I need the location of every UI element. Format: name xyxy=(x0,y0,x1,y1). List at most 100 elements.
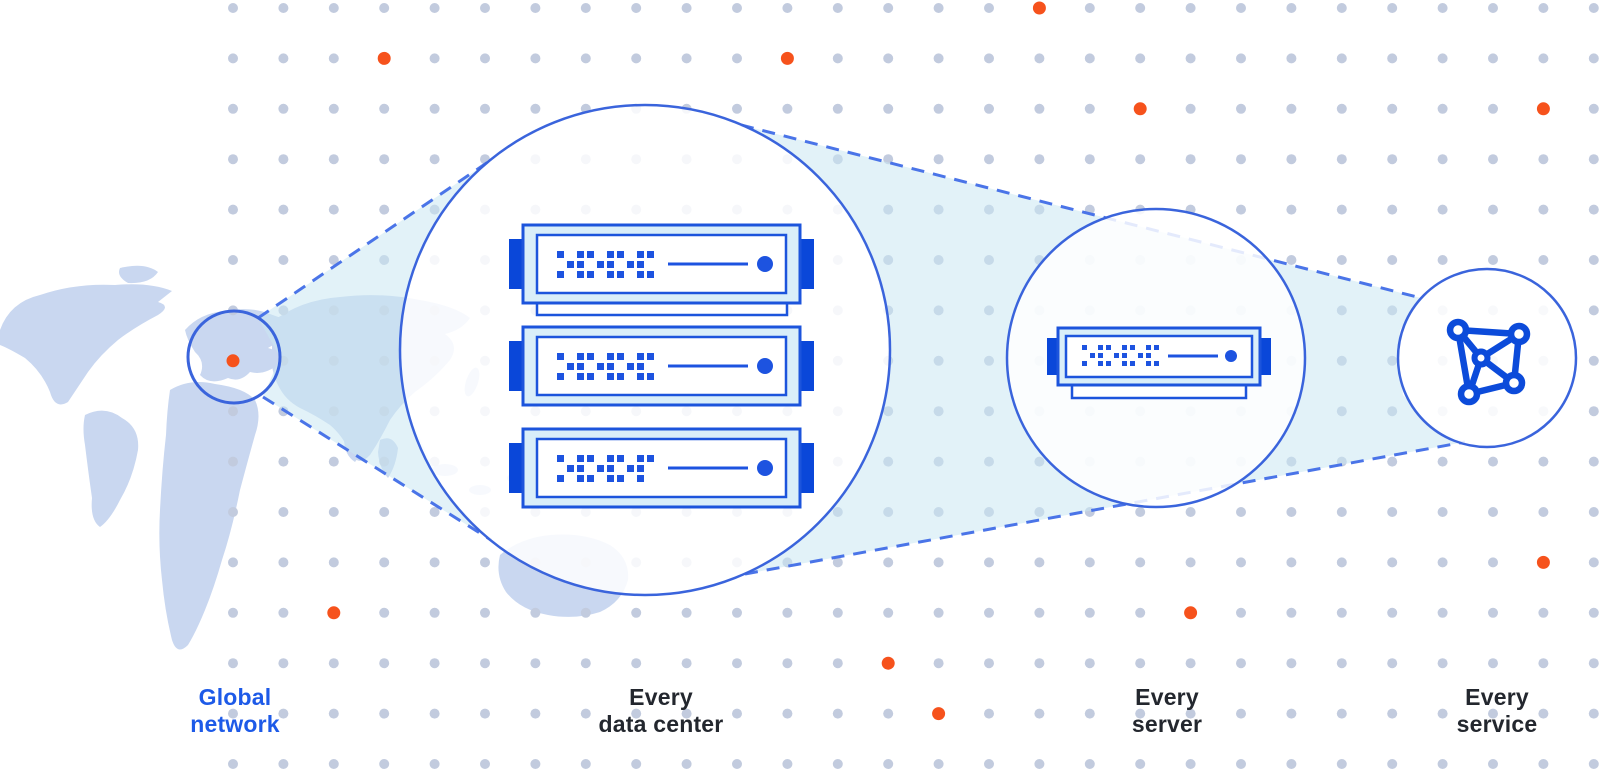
grid-dot xyxy=(1488,103,1498,114)
grid-dot xyxy=(832,557,843,568)
grid-dot xyxy=(1286,658,1297,669)
accent-dot xyxy=(1536,102,1550,116)
grid-dot xyxy=(1437,255,1448,265)
grid-dot xyxy=(1084,708,1095,719)
grid-dot xyxy=(1236,53,1246,64)
dashed-line-top-left xyxy=(257,158,492,320)
grid-dot xyxy=(429,607,440,618)
grid-dot xyxy=(631,759,642,769)
grid-dot xyxy=(379,607,390,618)
grid-dot xyxy=(883,708,894,719)
grid-dot xyxy=(228,456,238,467)
grid-dot xyxy=(1488,607,1498,618)
grid-dot xyxy=(580,708,591,719)
grid-dot xyxy=(379,103,390,114)
grid-dot xyxy=(1286,3,1297,13)
grid-dot xyxy=(1236,708,1246,719)
grid-dot xyxy=(1336,557,1347,568)
grid-dot xyxy=(1588,708,1599,719)
accent-dot xyxy=(377,51,391,65)
grid-dot xyxy=(278,204,289,215)
grid-dot xyxy=(1336,154,1347,165)
grid-dot xyxy=(1588,154,1599,165)
grid-dot xyxy=(1084,607,1095,618)
grid-dot xyxy=(278,607,289,618)
grid-dot xyxy=(1135,708,1146,719)
grid-dot xyxy=(228,255,238,265)
grid-dot xyxy=(1437,3,1448,13)
grid-dot xyxy=(1387,255,1398,265)
grid-dot xyxy=(530,759,541,769)
grid-dot xyxy=(832,3,843,13)
grid-dot xyxy=(933,658,944,669)
grid-dot xyxy=(530,708,541,719)
grid-dot xyxy=(1538,759,1549,769)
grid-dot xyxy=(1236,507,1246,517)
grid-dot xyxy=(379,507,390,517)
grid-dot xyxy=(1588,759,1599,769)
grid-dot xyxy=(883,53,894,64)
grid-dot xyxy=(1185,103,1196,114)
grid-dot xyxy=(1336,708,1347,719)
accent-dot xyxy=(226,354,240,368)
grid-dot xyxy=(1588,406,1599,417)
grid-dot xyxy=(1236,103,1246,114)
grid-dot xyxy=(883,607,894,618)
grid-dot xyxy=(832,658,843,669)
grid-dot xyxy=(1286,759,1297,769)
grid-dot xyxy=(580,607,591,618)
dashed-line-bottom-right xyxy=(744,440,1466,576)
grid-dot xyxy=(1437,103,1448,114)
grid-dot xyxy=(1437,658,1448,669)
grid-dot xyxy=(429,3,440,13)
server-unit-icon xyxy=(1047,326,1271,400)
grid-dot xyxy=(1034,658,1045,669)
grid-dot xyxy=(631,53,642,64)
grid-dot xyxy=(1135,658,1146,669)
dashed-line-top-right xyxy=(740,123,1422,300)
grid-dot xyxy=(278,759,289,769)
grid-dot xyxy=(1336,759,1347,769)
grid-dot xyxy=(984,607,994,618)
grid-dot xyxy=(1236,154,1246,165)
grid-dot xyxy=(1437,759,1448,769)
grid-dot xyxy=(379,154,390,165)
grid-dot xyxy=(984,53,994,64)
grid-dot xyxy=(732,103,742,114)
grid-dot xyxy=(1488,204,1498,215)
grid-dot xyxy=(1387,53,1398,64)
grid-dot xyxy=(984,103,994,114)
grid-dot xyxy=(328,3,339,13)
grid-dot xyxy=(1286,708,1297,719)
grid-dot xyxy=(832,607,843,618)
grid-dot xyxy=(1336,607,1347,618)
grid-dot xyxy=(631,658,642,669)
grid-dot xyxy=(782,3,793,13)
grid-dot xyxy=(1084,759,1095,769)
grid-dot xyxy=(1588,204,1599,215)
grid-dot xyxy=(1538,154,1549,165)
grid-dot xyxy=(1286,154,1297,165)
grid-dot xyxy=(228,103,238,114)
grid-dot xyxy=(984,154,994,165)
grid-dot xyxy=(1286,607,1297,618)
grid-dot xyxy=(1185,557,1196,568)
grid-dot xyxy=(379,3,390,13)
grid-dot xyxy=(1538,204,1549,215)
grid-dot xyxy=(228,708,238,719)
grid-dot xyxy=(1135,759,1146,769)
grid-dot xyxy=(228,3,238,13)
grid-dot xyxy=(1538,456,1549,467)
accent-dot xyxy=(932,707,946,721)
grid-dot xyxy=(1236,557,1246,568)
grid-dot xyxy=(1488,557,1498,568)
grid-dot xyxy=(1488,53,1498,64)
grid-dot xyxy=(832,759,843,769)
grid-dot xyxy=(278,507,289,517)
grid-dot xyxy=(328,204,339,215)
grid-dot xyxy=(681,708,692,719)
grid-dot xyxy=(933,759,944,769)
grid-dot xyxy=(1488,154,1498,165)
grid-dot xyxy=(933,557,944,568)
grid-dot xyxy=(883,103,894,114)
